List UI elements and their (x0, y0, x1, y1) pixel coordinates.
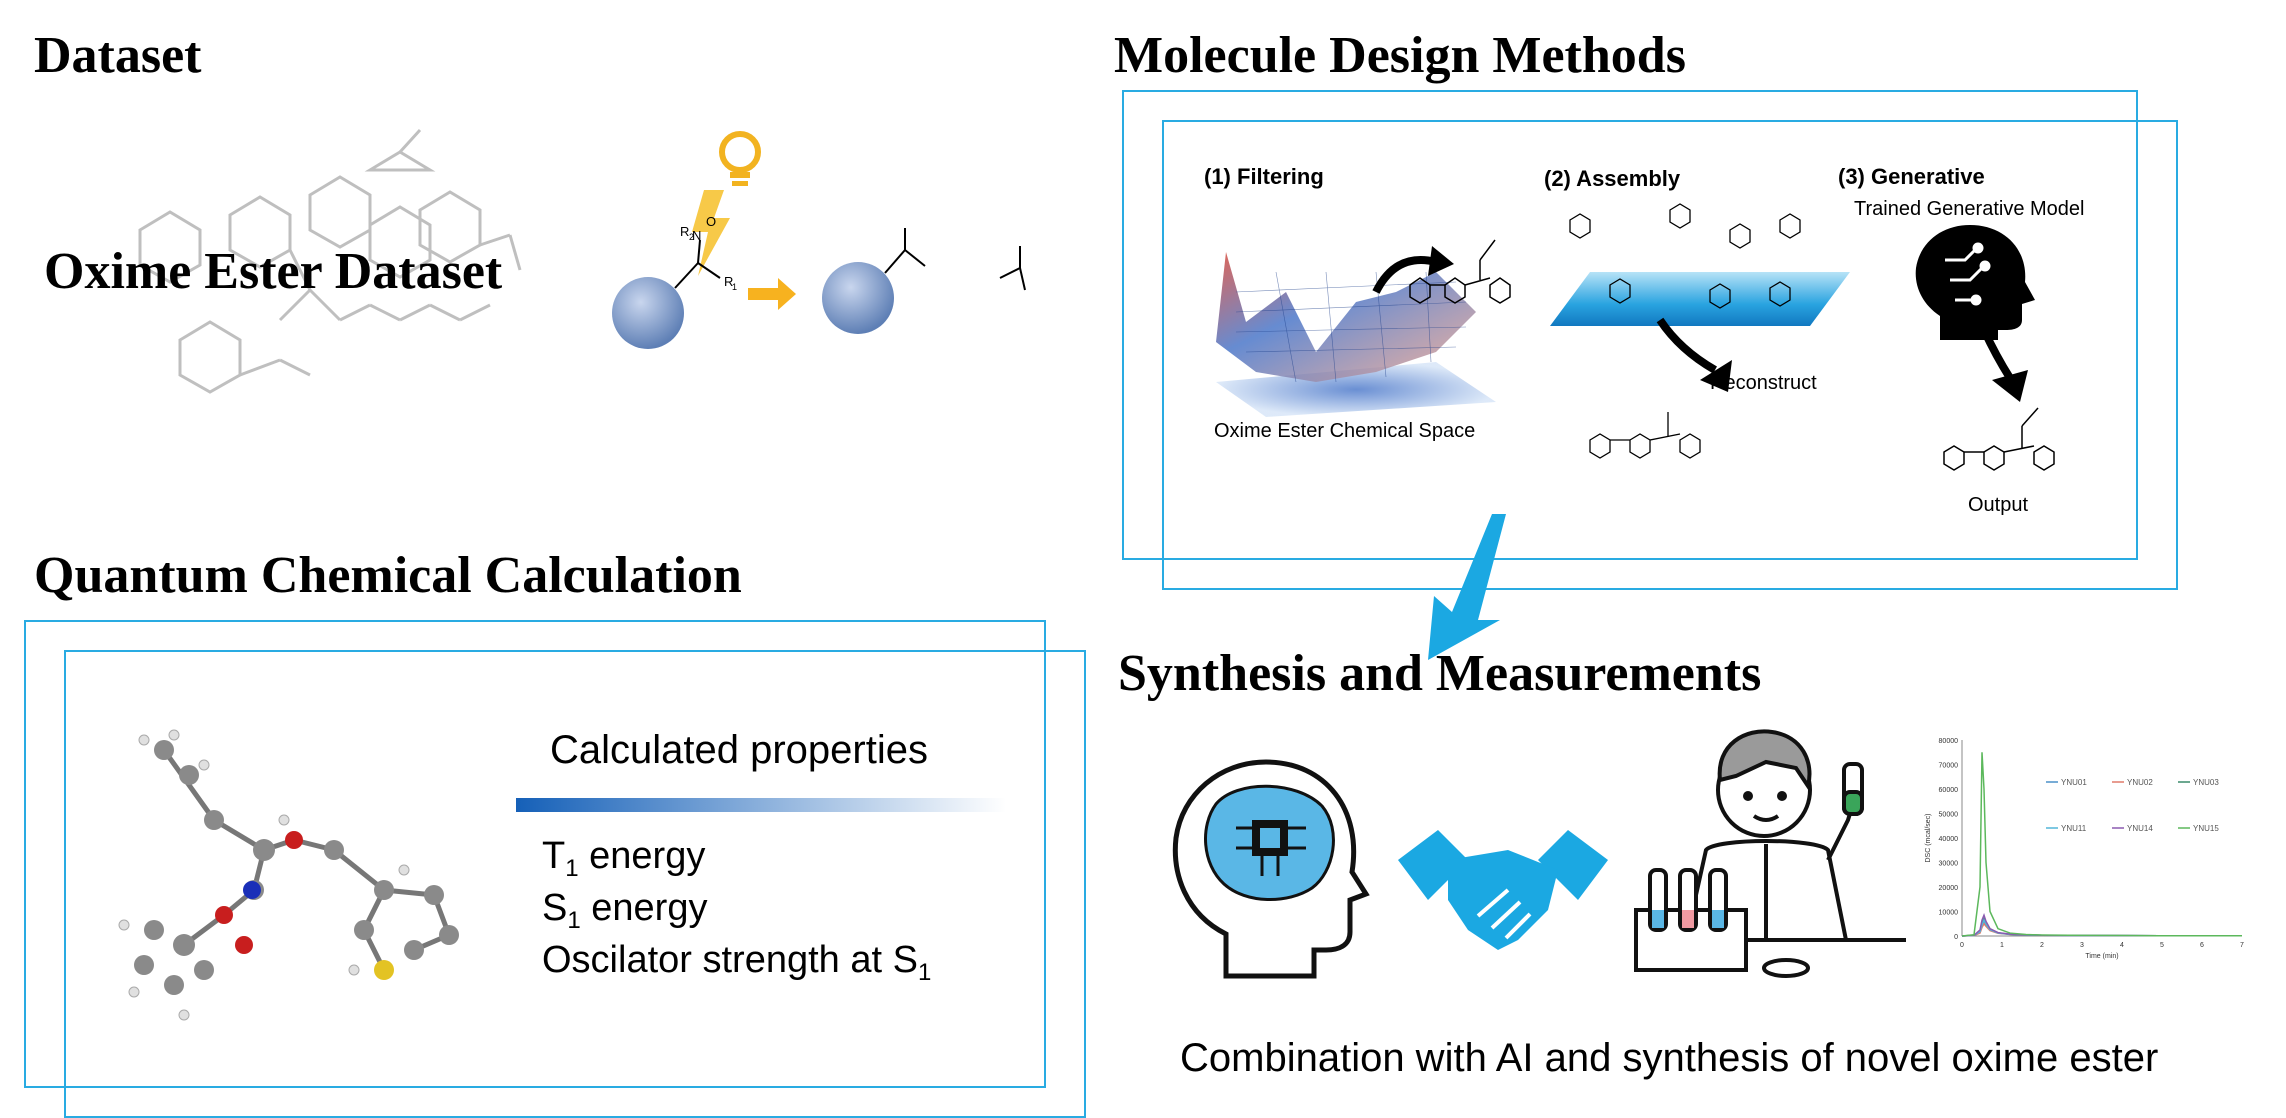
dsc-legend-label: YNU11 (2061, 824, 2087, 833)
generative-arrow (1980, 328, 2028, 402)
property-osc-sub: 1 (917, 959, 932, 986)
dataset-molecule-sketch (138, 128, 522, 394)
property-s1-pre: S (542, 887, 568, 929)
dsc-x-tick-label: 6 (2200, 942, 2204, 949)
handshake-icon (1398, 830, 1608, 950)
reaction-scheme: N R 1 O R 2 (612, 131, 1026, 349)
molecule-3d-model (118, 729, 459, 1021)
dsc-series-line (1961, 912, 2242, 937)
dsc-chart: 0 10000 20000 30000 40000 50000 60000 70000 8000… (1925, 738, 2244, 960)
dsc-y-tick-label: 10000 (1939, 910, 1959, 917)
dsc-y-tick-label: 0 (1954, 934, 1958, 941)
assembly-label: (2) Assembly (1544, 166, 1681, 191)
lightning-icon (692, 190, 730, 276)
property-oscillator-strength: Oscilator strength at S1 (542, 934, 931, 999)
synthesis-caption: Combination with AI and synthesis of nov… (1180, 1036, 2159, 1080)
ai-brain-head-icon (1172, 759, 1370, 979)
dsc-legend-label: YNU03 (2193, 778, 2219, 787)
oxime-ester-dataset-title: Oxime Ester Dataset (44, 243, 503, 300)
property-s1-energy: S1 energy (542, 882, 707, 947)
dsc-x-tick-label: 1 (2000, 942, 2004, 949)
output-caption: Output (1968, 494, 2029, 516)
quantum-frame-outer (24, 620, 1046, 1088)
reconstruct-caption: Reconstruct (1710, 372, 1817, 394)
substrate-sphere-right (822, 262, 894, 334)
property-s1-sub: 1 (567, 907, 581, 934)
dsc-x-tick-label: 4 (2120, 942, 2124, 949)
reaction-o-label: O (706, 214, 716, 229)
dsc-y-tick-label: 30000 (1939, 861, 1959, 868)
dsc-legend-label: YNU01 (2061, 778, 2087, 787)
reaction-r2-label: R (680, 224, 689, 239)
property-t1-energy: T1 energy (542, 830, 705, 895)
properties-gradient-bar (516, 798, 1006, 812)
property-t1-pre: T (542, 835, 566, 877)
dsc-x-tick-label: 5 (2160, 942, 2164, 949)
dsc-y-axis-label: DSC (mcal/sec) (1925, 813, 1932, 862)
light-bulb-icon (719, 131, 761, 186)
dsc-legend-label: YNU15 (2193, 824, 2219, 833)
output-molecule (1943, 407, 2055, 471)
dsc-y-tick-label: 50000 (1939, 812, 1959, 819)
brain-head-icon (1915, 225, 2035, 340)
reaction-r2-sub: 2 (689, 232, 694, 242)
dsc-legend-label: YNU14 (2127, 824, 2153, 833)
dsc-x-tick-label: 0 (1960, 942, 1964, 949)
flow-arrow-down (1428, 514, 1506, 660)
property-osc-pre: Oscilator strength at S (542, 939, 918, 981)
design-frame-inner (1162, 120, 2178, 590)
dsc-x-axis-label: Time (min) (2085, 953, 2118, 960)
dsc-y-tick-label: 60000 (1939, 787, 1959, 794)
assembly-graphic (1550, 203, 1850, 459)
chemical-space-caption: Oxime Ester Chemical Space (1214, 420, 1476, 442)
substrate-sphere-left (612, 277, 684, 349)
design-frame-outer (1122, 90, 2138, 560)
dsc-series-line (1961, 752, 2242, 937)
generative-label: (3) Generative (1838, 164, 1985, 189)
dsc-x-tick-label: 3 (2080, 942, 2084, 949)
reaction-n-label: N (692, 228, 701, 243)
dsc-y-tick-label: 40000 (1939, 836, 1959, 843)
heading-dataset: Dataset (34, 27, 202, 84)
filtering-label: (1) Filtering (1204, 164, 1324, 189)
property-t1-sub: 1 (565, 855, 579, 882)
dsc-x-tick-label: 7 (2240, 942, 2244, 949)
property-s1-post: energy (580, 887, 708, 929)
generative-model-label: Trained Generative Model (1854, 198, 2085, 220)
heading-synthesis: Synthesis and Measurements (1118, 645, 1762, 702)
dsc-y-tick-label: 80000 (1939, 738, 1959, 745)
dsc-y-tick-label: 70000 (1939, 763, 1959, 770)
heading-molecule-design: Molecule Design Methods (1114, 27, 1686, 84)
filtered-molecule (1409, 239, 1511, 304)
dsc-y-tick-label: 20000 (1939, 885, 1959, 892)
reaction-r1-sub: 1 (732, 282, 737, 292)
dsc-legend-label: YNU02 (2127, 778, 2153, 787)
reaction-r1-label: R (724, 274, 733, 289)
reaction-arrow (748, 278, 796, 310)
calculated-properties-header: Calculated properties (550, 728, 928, 772)
heading-quantum: Quantum Chemical Calculation (34, 547, 742, 604)
property-t1-post: energy (578, 835, 706, 877)
scientist-illustration (1634, 729, 1906, 978)
dsc-x-tick-label: 2 (2040, 942, 2044, 949)
